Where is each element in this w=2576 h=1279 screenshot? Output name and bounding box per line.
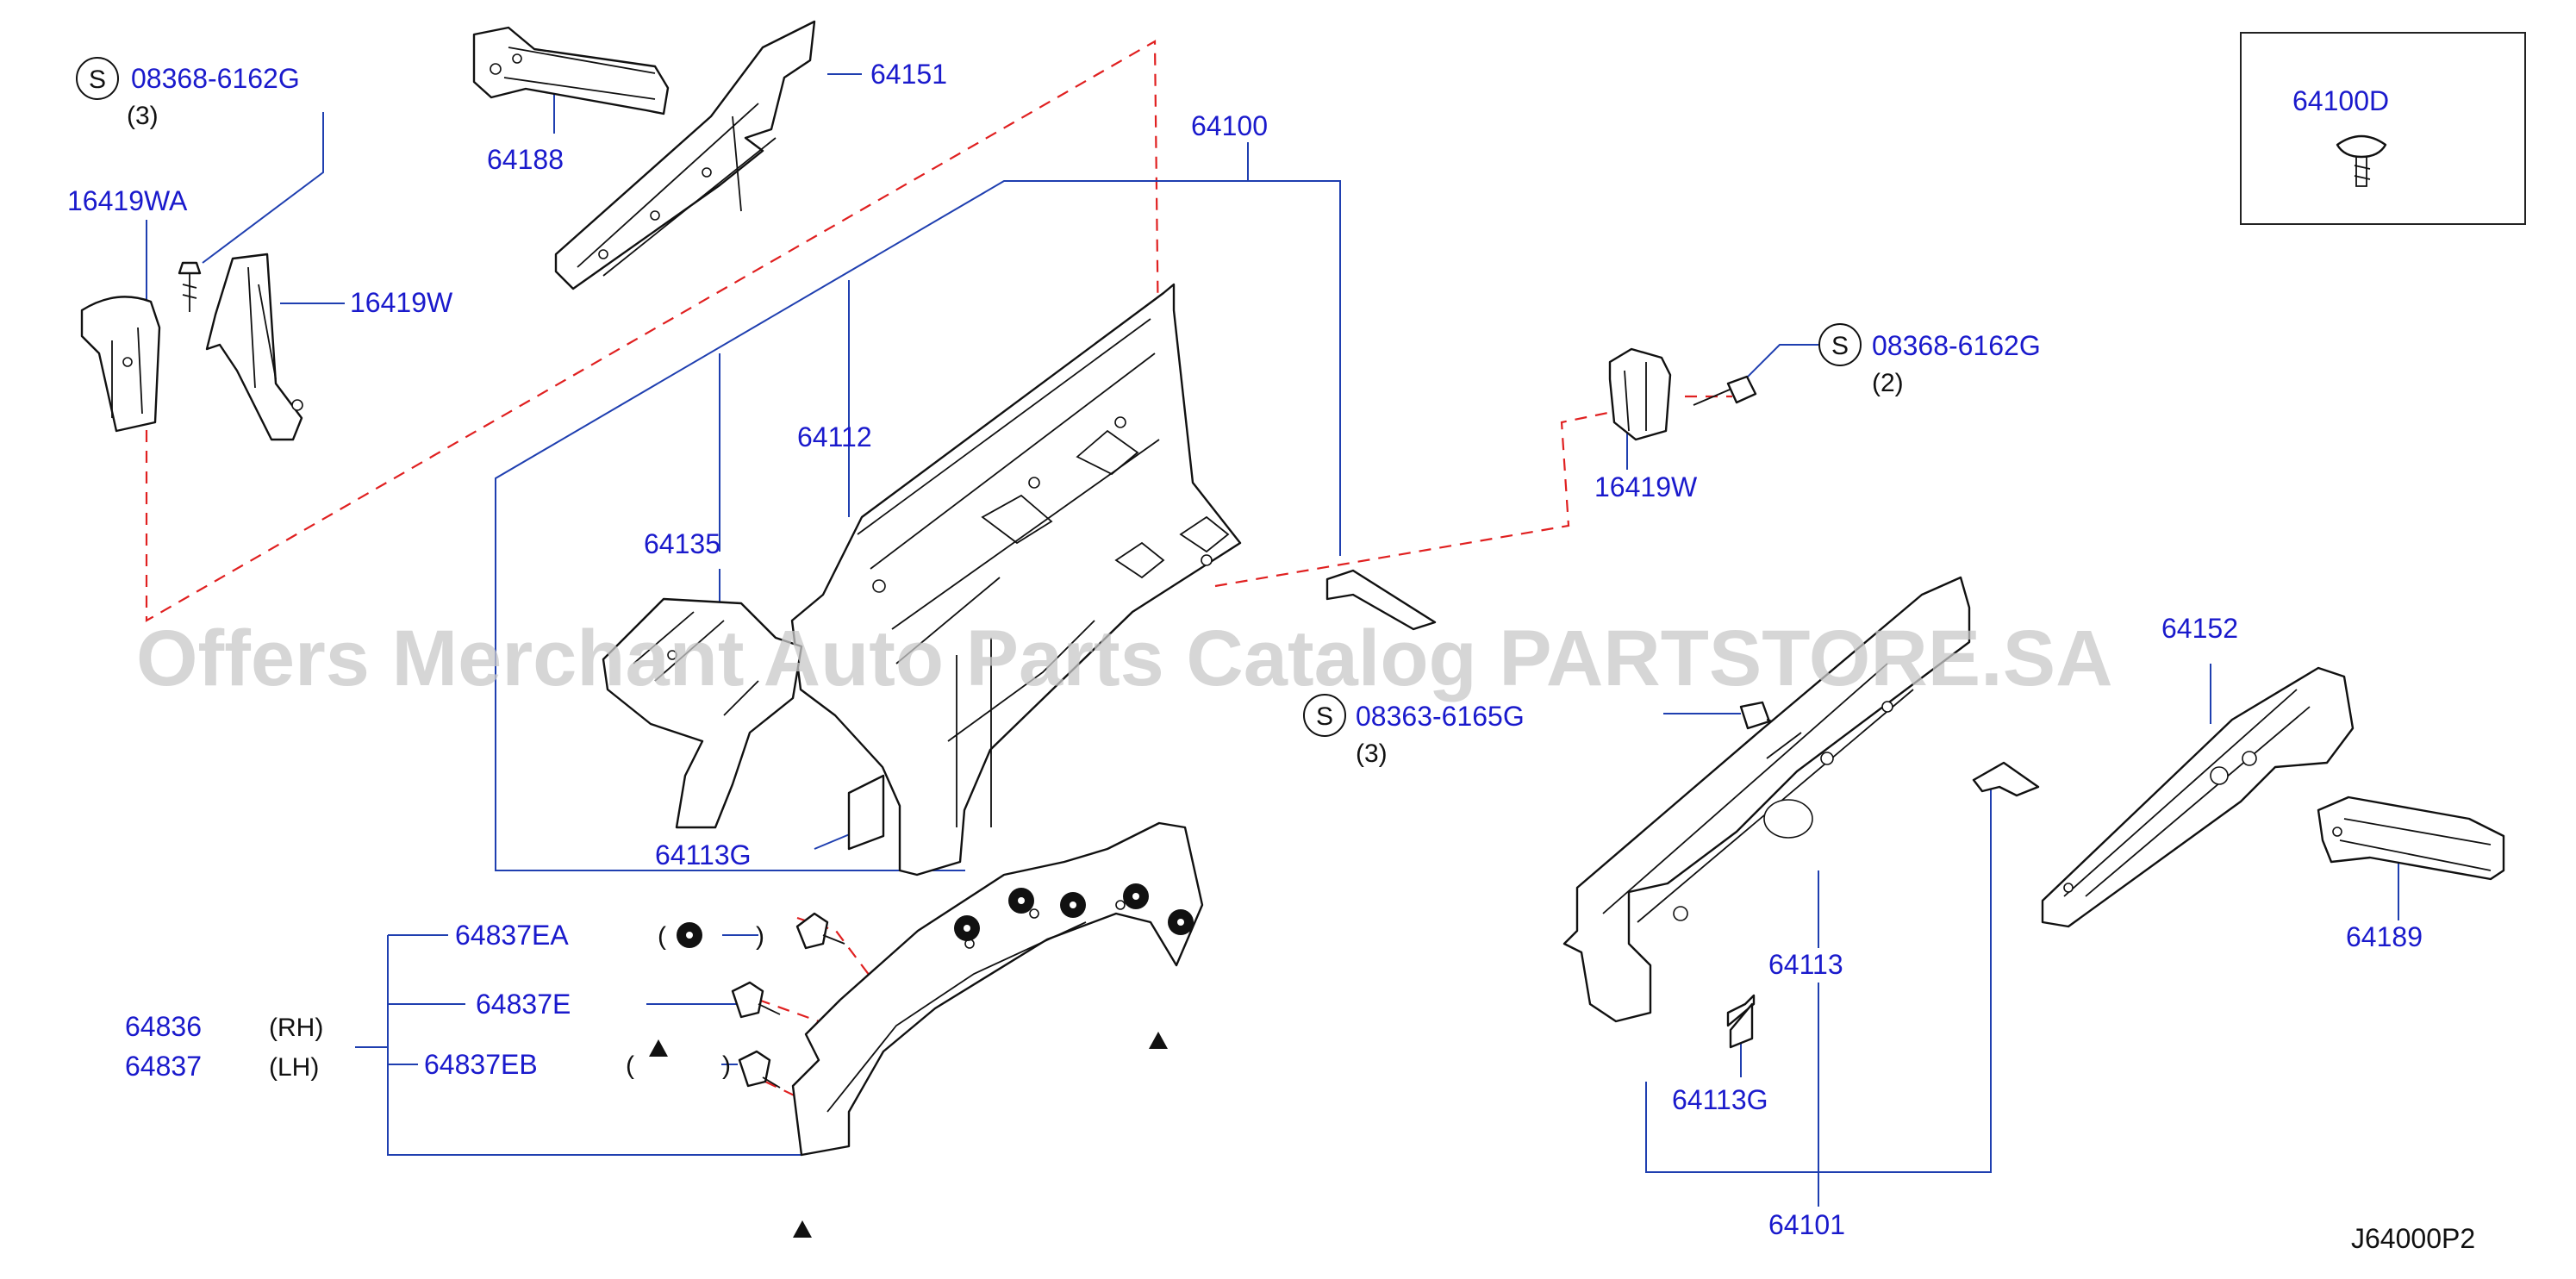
part-number-08368-6162G-right[interactable]: 08368-6162G	[1872, 330, 2041, 361]
diagram-reference: J64000P2	[2351, 1223, 2475, 1254]
part-number-64837[interactable]: 64837	[125, 1051, 202, 1082]
phantom-lines	[145, 40, 1732, 1100]
part-number-64100[interactable]: 64100	[1191, 110, 1268, 141]
screw-symbol-middle: S	[1303, 694, 1346, 737]
bracket-16419W-left-drawing[interactable]	[205, 253, 303, 441]
part-number-64113G-left[interactable]: 64113G	[655, 839, 752, 870]
svg-text:S: S	[89, 66, 106, 94]
marker-dots	[677, 883, 1194, 948]
part-number-64151[interactable]: 64151	[870, 59, 947, 90]
patch-64101-drawing[interactable]	[1972, 761, 2040, 797]
screw-symbol-right-top: S	[1818, 323, 1862, 366]
clip-64837EB-drawing[interactable]	[738, 1050, 781, 1089]
member-64152-drawing[interactable]	[2041, 666, 2355, 928]
patch-64100-drawing[interactable]	[1325, 569, 1437, 631]
part-number-64152[interactable]: 64152	[2161, 613, 2238, 644]
member-64135-drawing[interactable]	[602, 597, 803, 829]
part-number-16419WA[interactable]: 16419WA	[67, 185, 188, 216]
screw-icon-left	[178, 261, 202, 312]
bracket-16419WA-drawing[interactable]	[80, 296, 161, 433]
paren-open-ea: (	[658, 922, 666, 951]
clip-inset-box	[2240, 32, 2526, 225]
member-64188-drawing[interactable]	[472, 26, 670, 115]
part-number-64837EB[interactable]: 64837EB	[424, 1049, 538, 1080]
paren-close-ea: )	[756, 922, 764, 951]
part-number-64101[interactable]: 64101	[1768, 1209, 1845, 1240]
qty-middle: (3)	[1356, 739, 1388, 768]
part-number-64837E[interactable]: 64837E	[476, 989, 571, 1020]
part-number-64113G-right[interactable]: 64113G	[1672, 1084, 1768, 1115]
patch-64113G-left-drawing[interactable]	[847, 774, 885, 851]
member-64189-drawing[interactable]	[2317, 795, 2505, 881]
part-number-64189[interactable]: 64189	[2346, 921, 2423, 952]
bracket-16419W-right-drawing[interactable]	[1608, 347, 1672, 441]
seal-64836-drawing[interactable]	[791, 821, 1204, 1157]
part-number-64135[interactable]: 64135	[644, 528, 720, 559]
clip-64837EA-drawing[interactable]	[795, 912, 845, 950]
screw-icon-right	[1693, 375, 1757, 406]
side-lh: (LH)	[269, 1053, 319, 1082]
member-64151-drawing[interactable]	[554, 20, 816, 290]
part-number-64113[interactable]: 64113	[1768, 949, 1843, 980]
qty-right-top: (2)	[1872, 369, 1904, 397]
screw-symbol-top-left: S	[76, 57, 119, 100]
part-number-64188[interactable]: 64188	[487, 144, 564, 175]
part-number-16419W-left[interactable]: 16419W	[350, 287, 453, 318]
paren-open-eb: (	[626, 1051, 634, 1080]
clip-64837E-drawing[interactable]	[731, 981, 781, 1019]
part-number-64837EA[interactable]: 64837EA	[455, 920, 569, 951]
watermark: Offers Merchant Auto Parts Catalog PARTS…	[136, 615, 2113, 702]
part-number-08363-6165G[interactable]: 08363-6165G	[1356, 701, 1525, 732]
part-number-16419W-right[interactable]: 16419W	[1594, 471, 1698, 502]
clip-icon	[2336, 134, 2387, 187]
part-number-64100D[interactable]: 64100D	[2292, 85, 2389, 116]
member-64113-drawing[interactable]	[1562, 576, 1971, 1023]
paren-close-eb: )	[722, 1051, 731, 1080]
svg-text:S: S	[1831, 332, 1849, 360]
marker-triangles	[649, 1032, 1168, 1238]
part-number-64836[interactable]: 64836	[125, 1011, 202, 1042]
qty-top-left: (3)	[127, 102, 159, 130]
svg-text:S: S	[1316, 702, 1333, 731]
side-rh: (RH)	[269, 1014, 323, 1042]
part-number-08368-6162G-top[interactable]: 08368-6162G	[131, 63, 300, 94]
part-number-64112[interactable]: 64112	[797, 421, 872, 452]
main-hoodledge-assembly-drawing[interactable]	[790, 283, 1242, 877]
patch-64113G-right-drawing[interactable]	[1726, 994, 1756, 1049]
